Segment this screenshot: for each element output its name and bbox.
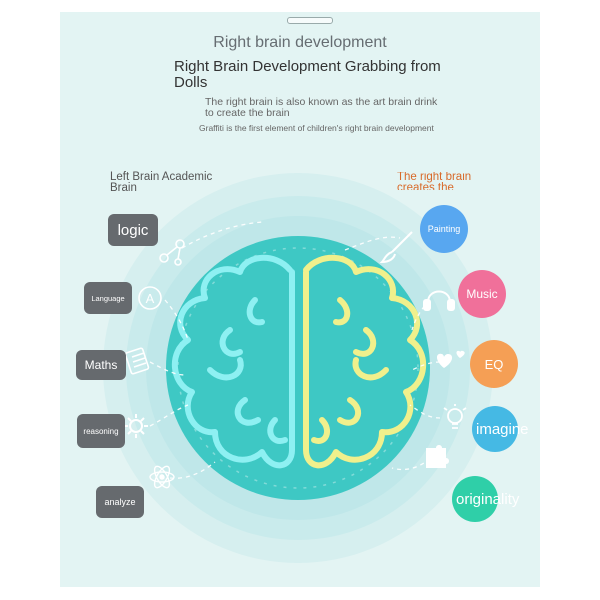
description-graffiti: Graffiti is the first element of childre… bbox=[199, 123, 434, 133]
music-button[interactable]: Music bbox=[458, 270, 506, 318]
logic-label: logic bbox=[117, 221, 149, 239]
originality-label: originality bbox=[456, 490, 520, 508]
analyze-button[interactable]: analyze bbox=[96, 486, 144, 518]
imagine-label: imagine bbox=[476, 420, 529, 438]
imagine-button[interactable]: imagine bbox=[472, 406, 529, 452]
painting-button[interactable]: Painting bbox=[420, 205, 468, 253]
puzzle-icon bbox=[426, 445, 449, 468]
eq-button[interactable]: EQ bbox=[470, 340, 518, 388]
paintbrush-icon bbox=[379, 231, 413, 264]
brain-circle bbox=[166, 236, 430, 500]
language-button[interactable]: Language bbox=[84, 282, 132, 314]
painting-label: Painting bbox=[427, 224, 461, 234]
right-hemisphere bbox=[303, 254, 427, 469]
svg-text:A: A bbox=[146, 291, 155, 306]
page-title: Right brain development bbox=[213, 34, 387, 51]
maths-button[interactable]: Maths bbox=[76, 350, 126, 380]
headphones-icon bbox=[423, 290, 455, 311]
gear-icon bbox=[124, 414, 148, 438]
left-hemisphere bbox=[171, 254, 295, 469]
letter-a-icon: A bbox=[138, 286, 162, 310]
right-brain-heading: The right brain creates the brain bbox=[397, 172, 472, 190]
drag-handle[interactable] bbox=[287, 17, 333, 24]
maths-label: Maths bbox=[84, 358, 118, 372]
originality-button[interactable]: originality bbox=[452, 476, 519, 522]
left-brain-heading: Left Brain Academic Brain bbox=[110, 171, 213, 194]
analyze-label: analyze bbox=[104, 497, 136, 507]
atom-icon bbox=[149, 465, 175, 489]
reasoning-label: reasoning bbox=[83, 426, 119, 436]
hearts-icon bbox=[437, 350, 465, 368]
music-label: Music bbox=[466, 287, 498, 301]
molecule-icon bbox=[159, 239, 185, 266]
description-art-brain: The right brain is also known as the art… bbox=[205, 96, 438, 119]
eq-label: EQ bbox=[484, 356, 504, 372]
reasoning-button[interactable]: reasoning bbox=[77, 414, 125, 448]
lightbulb-icon bbox=[443, 404, 467, 429]
language-label: Language bbox=[91, 293, 125, 303]
subtitle: Right Brain Development Grabbing from Do… bbox=[174, 58, 441, 91]
notepad-icon bbox=[124, 347, 150, 375]
logic-button[interactable]: logic bbox=[108, 214, 158, 246]
